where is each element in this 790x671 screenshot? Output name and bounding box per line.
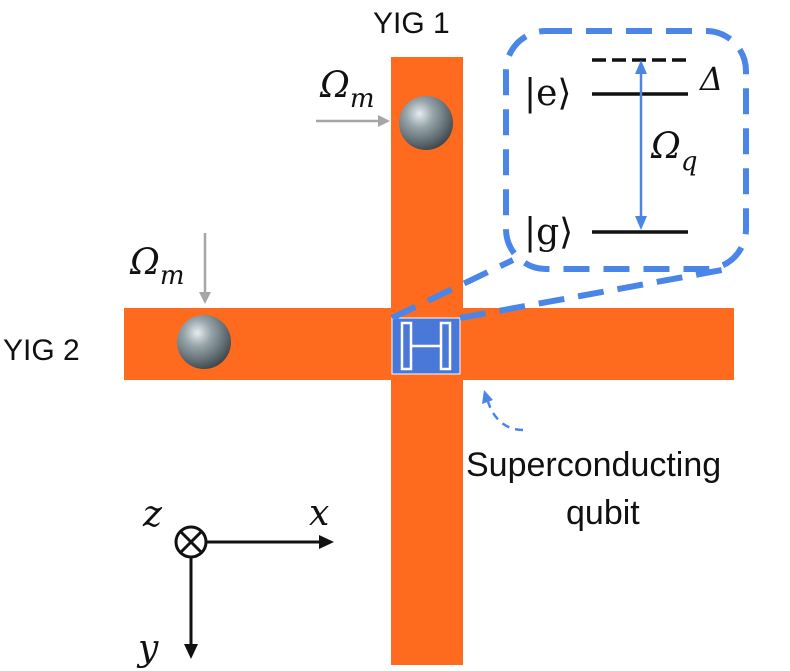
yig1-label: YIG 1: [373, 7, 450, 40]
energy-level-inset: |e⟩ |g⟩ Δ Ωq: [390, 28, 749, 321]
drive-arrow-yig2: [199, 233, 211, 304]
qubit-label-line2: qubit: [566, 494, 640, 532]
yig2-label: YIG 2: [3, 334, 80, 367]
excited-state-label: |e⟩: [524, 73, 571, 114]
yig1-sphere-icon: [399, 96, 453, 150]
x-axis-label: x: [309, 493, 329, 534]
z-axis-label: z: [142, 494, 163, 535]
y-axis-label: y: [136, 628, 159, 669]
drive-arrow-yig1: [316, 115, 390, 127]
qubit-label-line1: Superconducting: [466, 446, 721, 484]
detuning-label: Δ: [698, 60, 723, 98]
coordinate-axes: x y z: [136, 493, 334, 669]
drive-label-yig2: Ωm: [129, 242, 185, 291]
drive-label-yig1: Ωm: [319, 65, 375, 114]
qubit-drive-label: Ωq: [650, 126, 698, 177]
transmon-qubit-icon: [391, 317, 461, 375]
ground-state-label: |g⟩: [524, 212, 573, 253]
qubit-pointer-arrow: [482, 390, 524, 432]
yig2-sphere-icon: [177, 315, 231, 369]
